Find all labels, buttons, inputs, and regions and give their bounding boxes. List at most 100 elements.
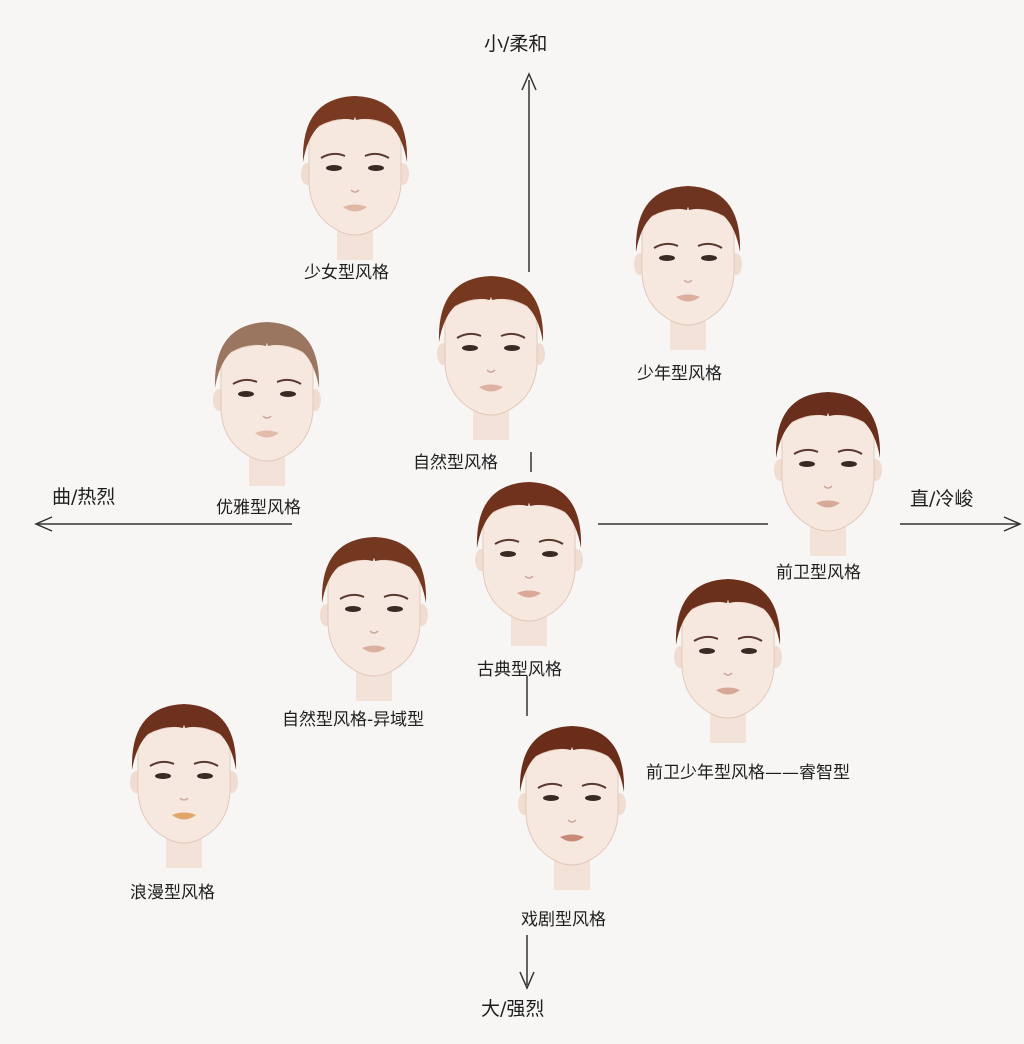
hair	[635, 186, 741, 252]
hair	[476, 482, 582, 548]
eyebrow-left	[693, 635, 719, 642]
eye-left	[238, 391, 254, 397]
nose	[723, 672, 733, 676]
portrait-illustration	[213, 322, 321, 486]
lips	[716, 687, 740, 695]
lips	[362, 645, 386, 653]
axis-label-right: 直/冷峻	[910, 488, 974, 510]
arrow-up-icon	[521, 72, 537, 91]
eye-right	[585, 795, 601, 801]
hair	[214, 322, 320, 388]
eye-left	[699, 648, 715, 654]
eye-right	[504, 345, 520, 351]
eyebrow-left	[537, 782, 563, 789]
eye-right	[368, 165, 384, 171]
face-shape	[641, 207, 735, 326]
eyebrow-right	[276, 378, 302, 385]
nose	[179, 797, 189, 801]
label-youya: 优雅型风格	[216, 498, 301, 518]
face-shape	[327, 558, 421, 677]
eyebrow-right	[837, 448, 863, 455]
label-ziran: 自然型风格	[413, 453, 498, 473]
label-langman: 浪漫型风格	[130, 883, 215, 903]
nose	[486, 369, 496, 373]
portrait-illustration	[774, 392, 882, 556]
nose	[567, 819, 577, 823]
label-qianwei: 前卫型风格	[776, 563, 861, 583]
label-ziran-yiyu: 自然型风格-异域型	[282, 710, 425, 730]
face-shape	[220, 343, 314, 462]
eye-left	[326, 165, 342, 171]
label-shaonian: 少年型风格	[637, 364, 722, 384]
eyebrow-left	[494, 538, 520, 545]
eye-left	[799, 461, 815, 467]
eye-right	[280, 391, 296, 397]
nose	[683, 279, 693, 283]
nose	[524, 575, 534, 579]
eyebrow-right	[500, 332, 526, 339]
lips	[172, 812, 196, 820]
axis-label-left: 曲/热烈	[52, 486, 116, 508]
hair	[775, 392, 881, 458]
eye-right	[701, 255, 717, 261]
face-qianwei	[772, 388, 884, 558]
nose	[262, 415, 272, 419]
eye-right	[542, 551, 558, 557]
eyebrow-right	[581, 782, 607, 789]
face-shape	[525, 747, 619, 866]
portrait-illustration	[518, 726, 626, 890]
face-shape	[137, 725, 231, 844]
portrait-illustration	[301, 96, 409, 260]
eyebrow-left	[339, 593, 365, 600]
nose	[823, 485, 833, 489]
hair	[438, 276, 544, 342]
portrait-illustration	[475, 482, 583, 646]
face-shape	[308, 117, 402, 236]
eye-right	[387, 606, 403, 612]
nose	[350, 189, 360, 193]
lips	[255, 430, 279, 438]
eyebrow-right	[383, 593, 409, 600]
face-qianwei-shaonian	[672, 575, 784, 745]
hair	[675, 579, 781, 645]
label-shaonv: 少女型风格	[304, 263, 389, 283]
face-ziran	[435, 272, 547, 442]
eyebrow-left	[653, 242, 679, 249]
eyebrow-left	[149, 760, 175, 767]
lips	[343, 204, 367, 212]
portrait-illustration	[437, 276, 545, 440]
face-shape	[681, 600, 775, 719]
lips	[560, 834, 584, 842]
arrow-right-icon	[1003, 516, 1022, 532]
label-xiju: 戏剧型风格	[521, 910, 606, 930]
portrait-illustration	[674, 579, 782, 743]
eye-right	[197, 773, 213, 779]
eye-left	[155, 773, 171, 779]
label-qianwei-shaonian: 前卫少年型风格——睿智型	[646, 763, 850, 783]
lips	[816, 500, 840, 508]
portrait-illustration	[634, 186, 742, 350]
lips	[517, 590, 541, 598]
face-shape	[444, 297, 538, 416]
eye-left	[500, 551, 516, 557]
eye-left	[543, 795, 559, 801]
nose	[369, 630, 379, 634]
eyebrow-right	[193, 760, 219, 767]
eyebrow-left	[456, 332, 482, 339]
hair	[321, 537, 427, 603]
eyebrow-right	[538, 538, 564, 545]
lips	[479, 384, 503, 392]
label-gudian: 古典型风格	[477, 660, 562, 680]
portrait-illustration	[130, 704, 238, 868]
portrait-illustration	[320, 537, 428, 701]
eyebrow-right	[697, 242, 723, 249]
eyebrow-left	[793, 448, 819, 455]
eye-left	[659, 255, 675, 261]
face-youya	[211, 318, 323, 488]
arrow-left-icon	[34, 516, 53, 532]
eye-right	[741, 648, 757, 654]
hair	[131, 704, 237, 770]
eyebrow-left	[232, 378, 258, 385]
